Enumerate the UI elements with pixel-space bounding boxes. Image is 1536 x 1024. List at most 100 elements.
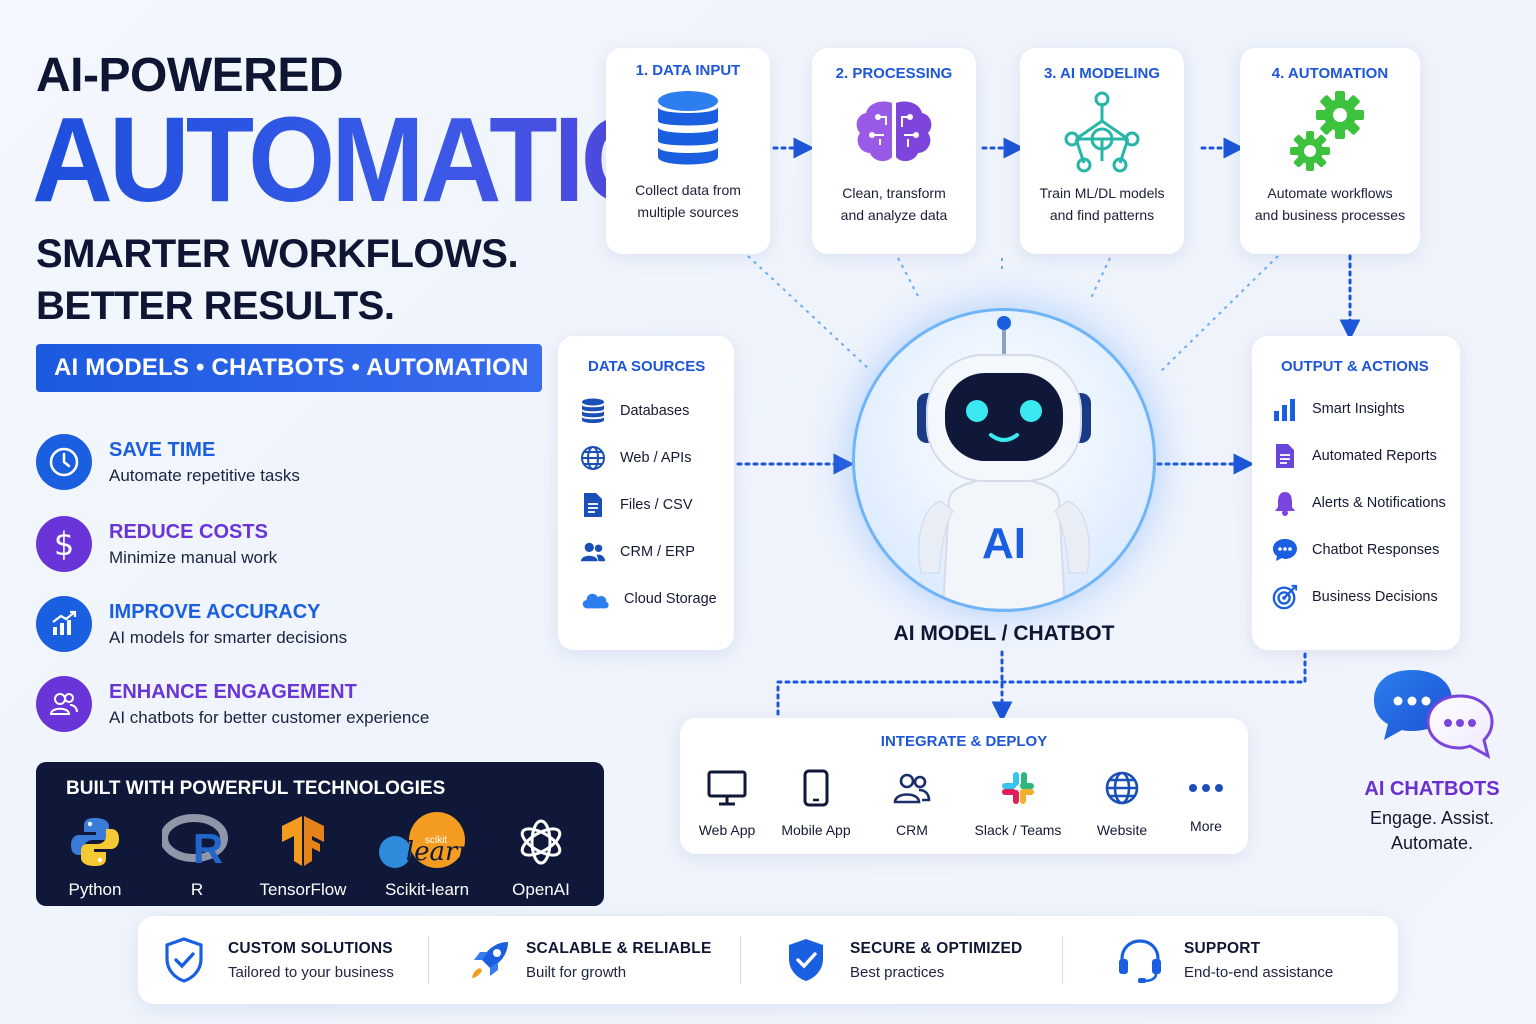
list-item-label: Alerts & Notifications <box>1312 494 1446 511</box>
feature-custom-solutions: CUSTOM SOLUTIONS Tailored to your busine… <box>160 916 394 1004</box>
list-item-label: Cloud Storage <box>624 590 717 607</box>
integration-label: Website <box>1096 822 1148 838</box>
step-desc-line: Clean, transform <box>842 185 946 201</box>
list-item-label: Automated Reports <box>1312 447 1437 464</box>
shield-check-icon <box>160 936 208 984</box>
list-item: Chatbot Responses <box>1272 526 1460 573</box>
file-icon <box>580 492 606 518</box>
integrate-deploy-title: INTEGRATE & DEPLOY <box>880 733 1048 750</box>
bar-chart-icon <box>1272 396 1298 422</box>
step-title: 3. AI MODELING <box>1043 65 1161 82</box>
list-item: Files / CSV <box>580 481 734 528</box>
step-desc-line: and business processes <box>1254 207 1406 223</box>
feature-desc: Tailored to your business <box>228 963 394 981</box>
network-icon <box>1020 82 1184 182</box>
integration-web-app: Web App <box>677 766 777 838</box>
data-sources-card: DATA SOURCES Databases Web / APIs Files … <box>558 336 734 650</box>
hero-kicker: AI-POWERED <box>36 49 344 102</box>
monitor-icon <box>677 766 777 810</box>
list-item-label: CRM / ERP <box>620 543 695 560</box>
integration-slack-teams: Slack / Teams <box>968 766 1068 838</box>
cloud-icon <box>580 586 610 612</box>
list-item: Web / APIs <box>580 434 734 481</box>
step-desc-line: multiple sources <box>637 204 739 220</box>
list-item-label: Business Decisions <box>1312 588 1438 605</box>
tech-r: R R <box>142 812 252 900</box>
output-actions-card: OUTPUT & ACTIONS Smart Insights Automate… <box>1252 336 1460 650</box>
globe-icon <box>1072 766 1172 810</box>
feature-title: SUPPORT <box>1184 939 1261 957</box>
users-icon <box>36 676 92 732</box>
integration-website: Website <box>1072 766 1172 838</box>
report-icon <box>1272 443 1298 469</box>
step-automation: 4. AUTOMATION Automate workflows and bus… <box>1240 48 1420 254</box>
r-logo-icon: R <box>142 812 252 872</box>
chatbot-bubbles-icon <box>1374 670 1494 759</box>
gears-icon <box>1240 82 1420 182</box>
list-item-label: Files / CSV <box>620 496 693 513</box>
hero-tagline: SMARTER WORKFLOWS. BETTER RESULTS. <box>36 228 519 332</box>
headset-icon <box>1116 936 1164 984</box>
benefit-title: SAVE TIME <box>109 438 216 461</box>
chatbots-title: AI CHATBOTS <box>1364 778 1500 800</box>
tech-openai: OpenAI <box>486 812 596 900</box>
step-data-input: 1. DATA INPUT Collect data from multiple… <box>606 48 770 254</box>
people-icon <box>862 766 962 810</box>
integration-mobile-app: Mobile App <box>766 766 866 838</box>
feature-secure-optimized: SECURE & OPTIMIZED Best practices <box>782 916 1022 1004</box>
ai-robot-visual: AI <box>852 308 1156 612</box>
tech-label: Python <box>68 880 122 899</box>
feature-title: CUSTOM SOLUTIONS <box>228 939 393 957</box>
step-desc-line: and find patterns <box>1049 207 1155 223</box>
step-title: 1. DATA INPUT <box>635 62 741 79</box>
divider <box>428 936 429 984</box>
benefit-desc: Minimize manual work <box>109 547 278 567</box>
database-icon <box>580 398 606 424</box>
sklearn-logo-small: scikit <box>424 834 448 846</box>
scikit-learn-icon: scikit learn <box>372 812 482 872</box>
integration-more: More <box>1156 766 1256 834</box>
step-title: 4. AUTOMATION <box>1271 65 1389 82</box>
list-item: Alerts & Notifications <box>1272 479 1460 526</box>
integration-label: CRM <box>896 822 928 838</box>
feature-desc: Built for growth <box>526 963 627 981</box>
robot-label: AI MODEL / CHATBOT <box>893 622 1115 645</box>
benefit-save-time: SAVE TIME Automate repetitive tasks <box>36 432 596 492</box>
integration-label: Slack / Teams <box>974 822 1062 838</box>
benefit-desc: Automate repetitive tasks <box>109 465 300 485</box>
dollar-icon: $ <box>36 516 92 572</box>
step-desc-line: Automate workflows <box>1267 185 1393 201</box>
step-desc-line: Collect data from <box>635 182 741 198</box>
database-icon <box>606 79 770 179</box>
feature-desc: Best practices <box>850 963 945 981</box>
shield-secure-icon <box>782 936 830 984</box>
list-item-label: Chatbot Responses <box>1312 541 1440 558</box>
output-actions-title: OUTPUT & ACTIONS <box>1281 358 1429 375</box>
chatbots-tagline-line: Automate. <box>1390 833 1474 853</box>
tech-stack-panel: BUILT WITH POWERFUL TECHNOLOGIES Python … <box>36 762 604 906</box>
data-sources-title: DATA SOURCES <box>588 358 706 375</box>
brain-icon <box>812 82 976 182</box>
rocket-icon <box>466 936 514 984</box>
list-item-label: Smart Insights <box>1312 400 1405 417</box>
list-item: CRM / ERP <box>580 528 734 575</box>
step-desc-line: Train ML/DL models <box>1039 185 1165 201</box>
benefit-title: ENHANCE ENGAGEMENT <box>109 680 357 703</box>
tech-python: Python <box>40 812 150 900</box>
chatbots-tagline-line: Engage. Assist. <box>1369 808 1495 828</box>
benefit-enhance-engagement: ENHANCE ENGAGEMENT AI chatbots for bette… <box>36 674 596 734</box>
tech-label: TensorFlow <box>259 880 347 899</box>
openai-icon <box>486 812 596 872</box>
sklearn-logo-word: learn <box>405 837 475 867</box>
divider <box>740 936 741 984</box>
benefit-desc: AI models for smarter decisions <box>109 627 348 647</box>
chat-bubble-icon <box>1272 537 1298 563</box>
step-processing: 2. PROCESSING Clean, transform and analy… <box>812 48 976 254</box>
feature-support: SUPPORT End-to-end assistance <box>1116 916 1333 1004</box>
list-item: Databases <box>580 387 734 434</box>
tech-label: OpenAI <box>512 880 570 899</box>
robot-badge: AI <box>982 519 1026 568</box>
more-dots-icon <box>1156 766 1256 810</box>
bell-icon <box>1272 490 1298 516</box>
